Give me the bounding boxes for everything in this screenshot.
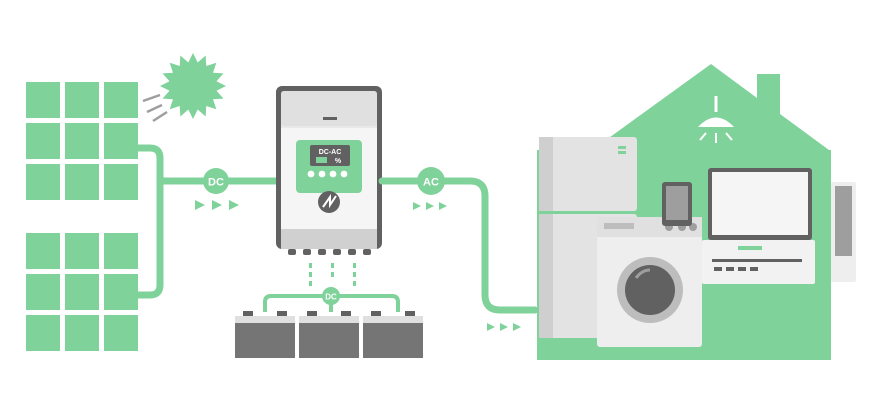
solar-cell — [26, 315, 60, 351]
solar-cell — [65, 274, 99, 310]
sun-icon — [142, 53, 226, 123]
solar-cell — [65, 164, 99, 200]
solar-cell — [65, 233, 99, 269]
dc-battery-label: DC — [325, 293, 337, 302]
tv-icon — [702, 168, 815, 284]
solar-cell — [65, 123, 99, 159]
solar-cell — [26, 82, 60, 118]
solar-cell — [26, 123, 60, 159]
ac-wiring — [378, 177, 539, 314]
ac-label: AC — [423, 177, 439, 189]
solar-cell — [65, 315, 99, 351]
solar-cell — [26, 274, 60, 310]
speaker-icon — [831, 182, 856, 282]
solar-cell — [104, 315, 138, 351]
inverter-icon: DC-AC % — [276, 86, 382, 255]
inverter-percent-label: % — [335, 158, 342, 165]
dc-battery-badge: DC — [322, 287, 340, 305]
panel-wiring — [134, 144, 282, 299]
dc-panel-label: DC — [208, 177, 224, 189]
arrow-right-icon — [195, 200, 239, 210]
solar-cell — [104, 274, 138, 310]
inverter-display-label: DC-AC — [319, 149, 342, 156]
lamp-icon — [698, 96, 734, 143]
washing-machine-icon — [597, 217, 702, 347]
solar-cell — [104, 123, 138, 159]
battery-icon — [299, 311, 359, 358]
solar-cell — [26, 233, 60, 269]
solar-panel-bottom — [26, 233, 138, 351]
solar-panel-top — [26, 82, 138, 200]
solar-cell — [104, 164, 138, 200]
battery-icon — [363, 311, 423, 358]
solar-cell — [104, 233, 138, 269]
dc-panel-badge: DC — [203, 168, 229, 194]
battery-icon — [235, 311, 295, 358]
arrow-right-icon — [487, 323, 521, 331]
solar-cell — [26, 164, 60, 200]
arrow-right-icon — [413, 202, 447, 210]
battery-feed-dots — [309, 263, 356, 286]
solar-cell — [65, 82, 99, 118]
solar-cell — [104, 82, 138, 118]
phone-icon — [662, 182, 692, 226]
ac-badge: AC — [417, 167, 445, 195]
